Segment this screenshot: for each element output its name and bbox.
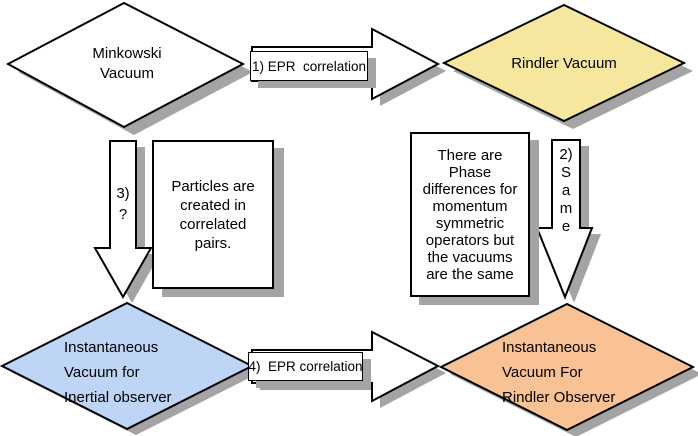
particles-note-line: Particles are <box>171 177 255 195</box>
question-arrow-3-label: 3) ? <box>99 183 147 225</box>
phase-note: There are Phase differences for momentum… <box>410 132 530 297</box>
inertial-label-line: Instantaneous <box>64 339 159 356</box>
particles-note-line: created in <box>180 196 246 214</box>
inertial-label-line: Vacuum for <box>64 364 140 381</box>
epr-arrow-4-label: 4) EPR correlation <box>248 352 363 381</box>
particles-note-line: correlated <box>179 215 247 233</box>
phase-note-line: There are <box>437 146 503 164</box>
rindler-observer-label: Instantaneous Vacuum For Rindler Observe… <box>502 335 667 410</box>
same-arrow-2 <box>535 139 594 300</box>
rindler-label: Rindler Vacuum <box>494 54 634 74</box>
question-arrow-3-label-line: ? <box>118 206 128 223</box>
same-arrow-2-label-line: m <box>559 200 573 217</box>
minkowski-label: Minkowski Vacuum <box>54 44 200 84</box>
phase-note-line: are the same <box>426 265 514 283</box>
question-arrow-3-label-line: 3) <box>116 185 130 202</box>
question-arrow-3 <box>93 140 153 300</box>
minkowski-label-line: Minkowski <box>92 45 162 62</box>
same-arrow-2-label-line: 2) <box>559 146 573 163</box>
same-arrow-2-label-line: a <box>561 182 571 199</box>
inertial-label: Instantaneous Vacuum for Inertial observ… <box>64 335 224 410</box>
rindler-diamond <box>441 3 687 123</box>
minkowski-label-line: Vacuum <box>100 65 154 82</box>
particles-note: Particles are created in correlated pair… <box>152 140 274 289</box>
epr-arrow-1-label: 1) EPR correlation <box>250 51 368 81</box>
same-arrow-2-label-line: e <box>561 218 571 235</box>
phase-note-line: momentum <box>432 197 508 215</box>
rindler-label-line: Rindler Vacuum <box>511 55 617 72</box>
rindler-observer-diamond <box>438 302 696 432</box>
phase-note-line: Phase <box>448 163 492 181</box>
phase-note-line: operators but <box>425 231 515 249</box>
rindler-observer-label-line: Vacuum For <box>502 364 583 381</box>
same-arrow-2-label: 2) S a m e <box>546 146 586 236</box>
rindler-observer-label-line: Rindler Observer <box>502 389 616 406</box>
phase-note-line: symmetric <box>435 214 505 232</box>
phase-note-line: the vacuums <box>427 248 513 266</box>
same-arrow-2-label-line: S <box>560 164 571 181</box>
inertial-label-line: Inertial observer <box>64 389 172 406</box>
rindler-observer-label-line: Instantaneous <box>502 339 597 356</box>
particles-note-line: pairs. <box>194 234 232 252</box>
minkowski-diamond <box>5 1 246 129</box>
phase-note-line: differences for <box>422 180 518 198</box>
